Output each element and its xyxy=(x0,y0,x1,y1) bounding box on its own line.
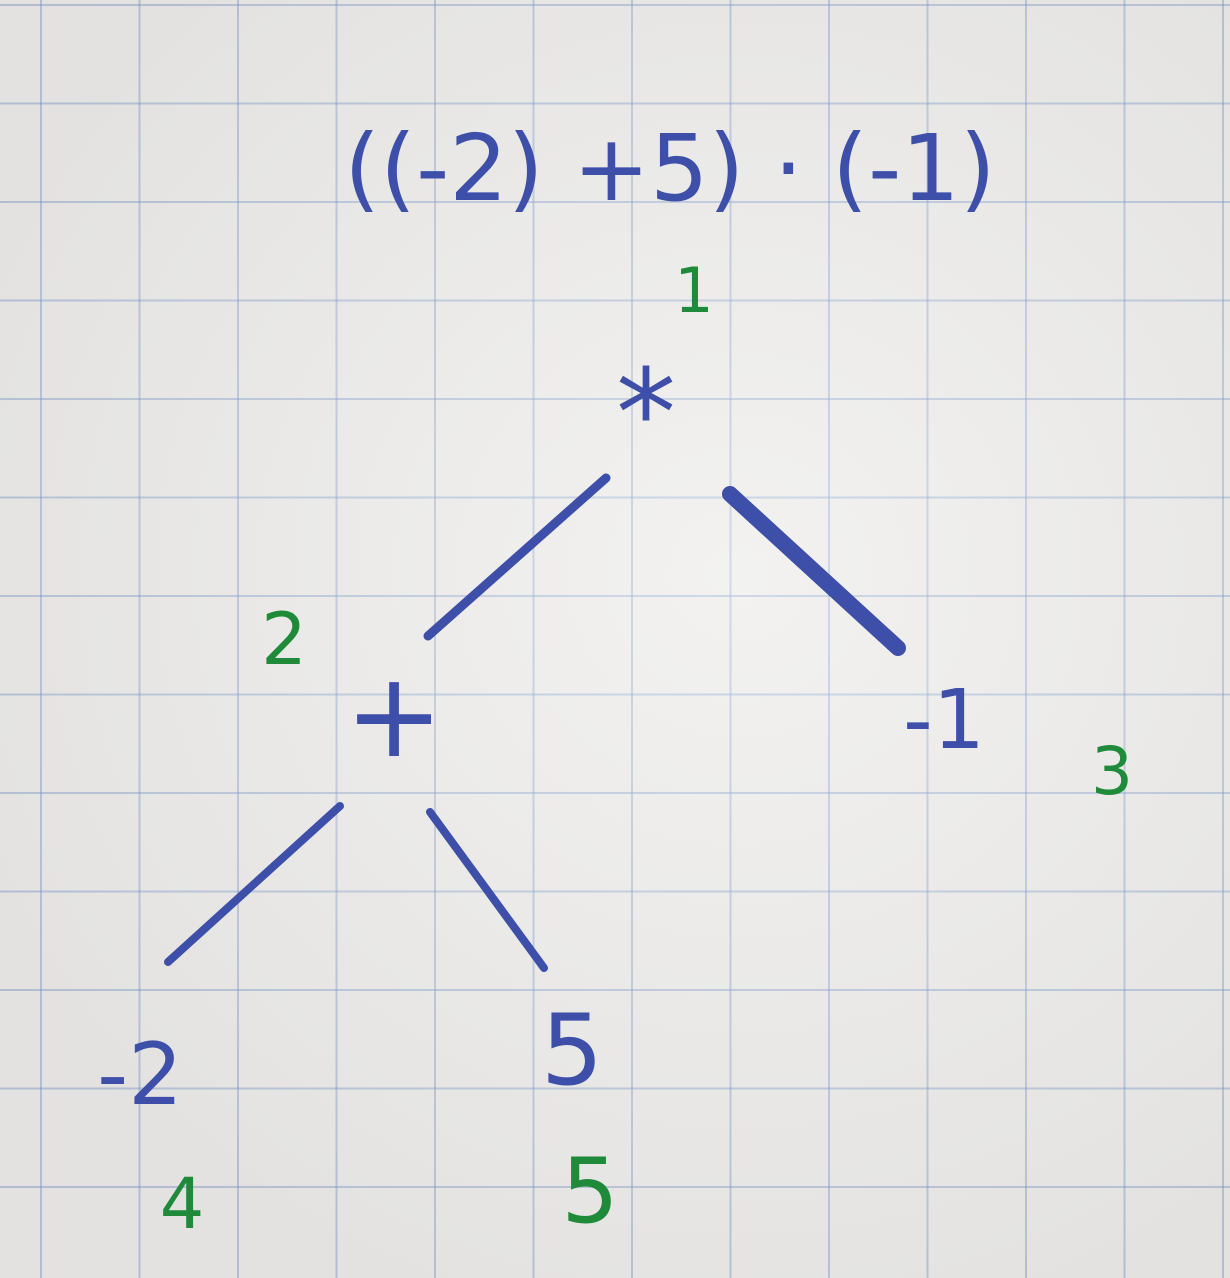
order-label-five: 5 xyxy=(561,1139,618,1244)
order-label-minus-one: 3 xyxy=(1091,733,1133,810)
edge-plus-minus-two xyxy=(164,802,344,966)
order-label-root: 1 xyxy=(674,254,713,327)
node-five: 5 xyxy=(541,994,603,1108)
node-minus-one: -1 xyxy=(903,673,985,768)
edge-root-minus-one xyxy=(722,486,906,656)
node-minus-two: -2 xyxy=(97,1025,183,1125)
edge-root-plus xyxy=(423,473,611,641)
node-multiply: * xyxy=(616,345,676,484)
order-label-minus-two: 4 xyxy=(160,1163,205,1245)
edge-plus-five xyxy=(426,808,548,972)
order-label-plus: 2 xyxy=(261,597,307,681)
expression-text: ((-2) +5) · (-1) xyxy=(344,115,995,222)
node-plus: + xyxy=(345,646,444,784)
